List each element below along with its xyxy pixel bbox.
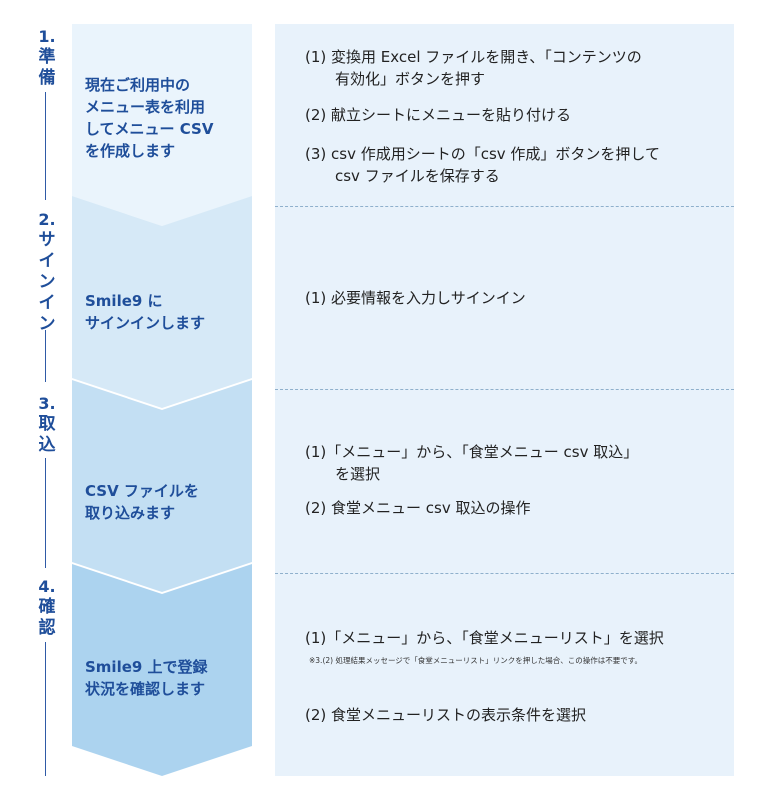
- action-line: (2) 食堂メニュー csv 取込の操作: [305, 499, 531, 517]
- arrow-segment-2: [72, 196, 252, 408]
- step-2-description-line: Smile9 に: [85, 292, 163, 310]
- arrow-segment-1: [72, 24, 252, 226]
- step-4-description-line: Smile9 上で登録: [85, 658, 208, 676]
- step-3-action-2: (2) 食堂メニュー csv 取込の操作: [305, 497, 531, 519]
- step-4-action-1: (1)「メニュー」から、「食堂メニューリスト」を選択: [305, 627, 664, 649]
- step-3-line: [45, 458, 46, 568]
- step-1-char: 準: [38, 47, 56, 67]
- step-2-line: [45, 330, 46, 382]
- step-1-description-line: してメニュー CSV: [85, 120, 214, 138]
- step-3-description: CSV ファイルを 取り込みます: [85, 480, 255, 524]
- step-2-char: サ: [38, 230, 56, 250]
- step-4-line: [45, 642, 46, 776]
- step-2-char: イ: [38, 293, 56, 313]
- arrow-segment-3: [72, 380, 252, 592]
- step-3-number: 3.: [38, 394, 56, 413]
- step-2-char: ン: [38, 272, 56, 292]
- step-1-description: 現在ご利用中の メニュー表を利用 してメニュー CSV を作成します: [85, 74, 255, 162]
- step-1-description-line: 現在ご利用中の: [85, 76, 191, 94]
- step-4-number: 4.: [38, 577, 56, 596]
- step-3-description-line: 取り込みます: [85, 504, 176, 522]
- step-3-label: 3. 取 込: [24, 393, 70, 456]
- divider-2: [275, 389, 734, 390]
- step-4-action-2: (2) 食堂メニューリストの表示条件を選択: [305, 704, 586, 726]
- action-line: (2) 献立シートにメニューを貼り付ける: [305, 106, 572, 124]
- action-line: (1) 変換用 Excel ファイルを開き、「コンテンツの: [305, 48, 642, 66]
- step-3-action-1: (1)「メニュー」から、「食堂メニュー csv 取込」 を選択: [305, 441, 638, 485]
- step-1-line: [45, 92, 46, 200]
- step-2-char: ン: [38, 314, 56, 334]
- step-4-description: Smile9 上で登録 状況を確認します: [85, 656, 255, 700]
- action-line: (2) 食堂メニューリストの表示条件を選択: [305, 706, 587, 724]
- action-line: csv ファイルを保存する: [305, 167, 500, 185]
- action-line: を選択: [305, 465, 381, 483]
- step-1-action-1: (1) 変換用 Excel ファイルを開き、「コンテンツの 有効化」ボタンを押す: [305, 46, 642, 90]
- step-1-action-3: (3) csv 作成用シートの「csv 作成」ボタンを押して csv ファイルを…: [305, 143, 660, 187]
- step-1-description-line: を作成します: [85, 142, 176, 160]
- step-4-note: ※3.(2) 処理結果メッセージで「食堂メニューリスト」リンクを押した場合、この…: [309, 656, 643, 665]
- step-2-label: 2. サ イ ン イ ン: [24, 209, 70, 335]
- step-4-description-line: 状況を確認します: [85, 680, 206, 698]
- step-2-action-1: (1) 必要情報を入力しサインイン: [305, 287, 526, 309]
- step-1-label: 1. 準 備: [24, 26, 70, 89]
- step-1-number: 1.: [38, 27, 56, 46]
- divider-1: [275, 206, 734, 207]
- action-line: (3) csv 作成用シートの「csv 作成」ボタンを押して: [305, 145, 660, 163]
- step-3-description-line: CSV ファイルを: [85, 482, 199, 500]
- step-3-char: 取: [38, 414, 56, 434]
- actions-panel: [275, 24, 734, 776]
- action-line: (1)「メニュー」から、「食堂メニュー csv 取込」: [305, 443, 639, 461]
- divider-3: [275, 573, 734, 574]
- step-1-action-2: (2) 献立シートにメニューを貼り付ける: [305, 104, 571, 126]
- step-2-char: イ: [38, 251, 56, 271]
- step-2-description-line: サインインします: [85, 314, 206, 332]
- action-line: 有効化」ボタンを押す: [305, 70, 486, 88]
- step-3-char: 込: [38, 435, 56, 455]
- action-line: (1)「メニュー」から、「食堂メニューリスト」を選択: [305, 629, 664, 647]
- step-4-char: 認: [38, 618, 56, 638]
- step-2-number: 2.: [38, 210, 56, 229]
- step-4-label: 4. 確 認: [24, 576, 70, 639]
- step-4-char: 確: [38, 597, 56, 617]
- step-arrow: [72, 24, 252, 776]
- step-2-description: Smile9 に サインインします: [85, 290, 255, 334]
- step-1-description-line: メニュー表を利用: [85, 98, 206, 116]
- step-1-char: 備: [38, 68, 56, 88]
- arrow-segment-4: [72, 564, 252, 776]
- action-line: (1) 必要情報を入力しサインイン: [305, 289, 526, 307]
